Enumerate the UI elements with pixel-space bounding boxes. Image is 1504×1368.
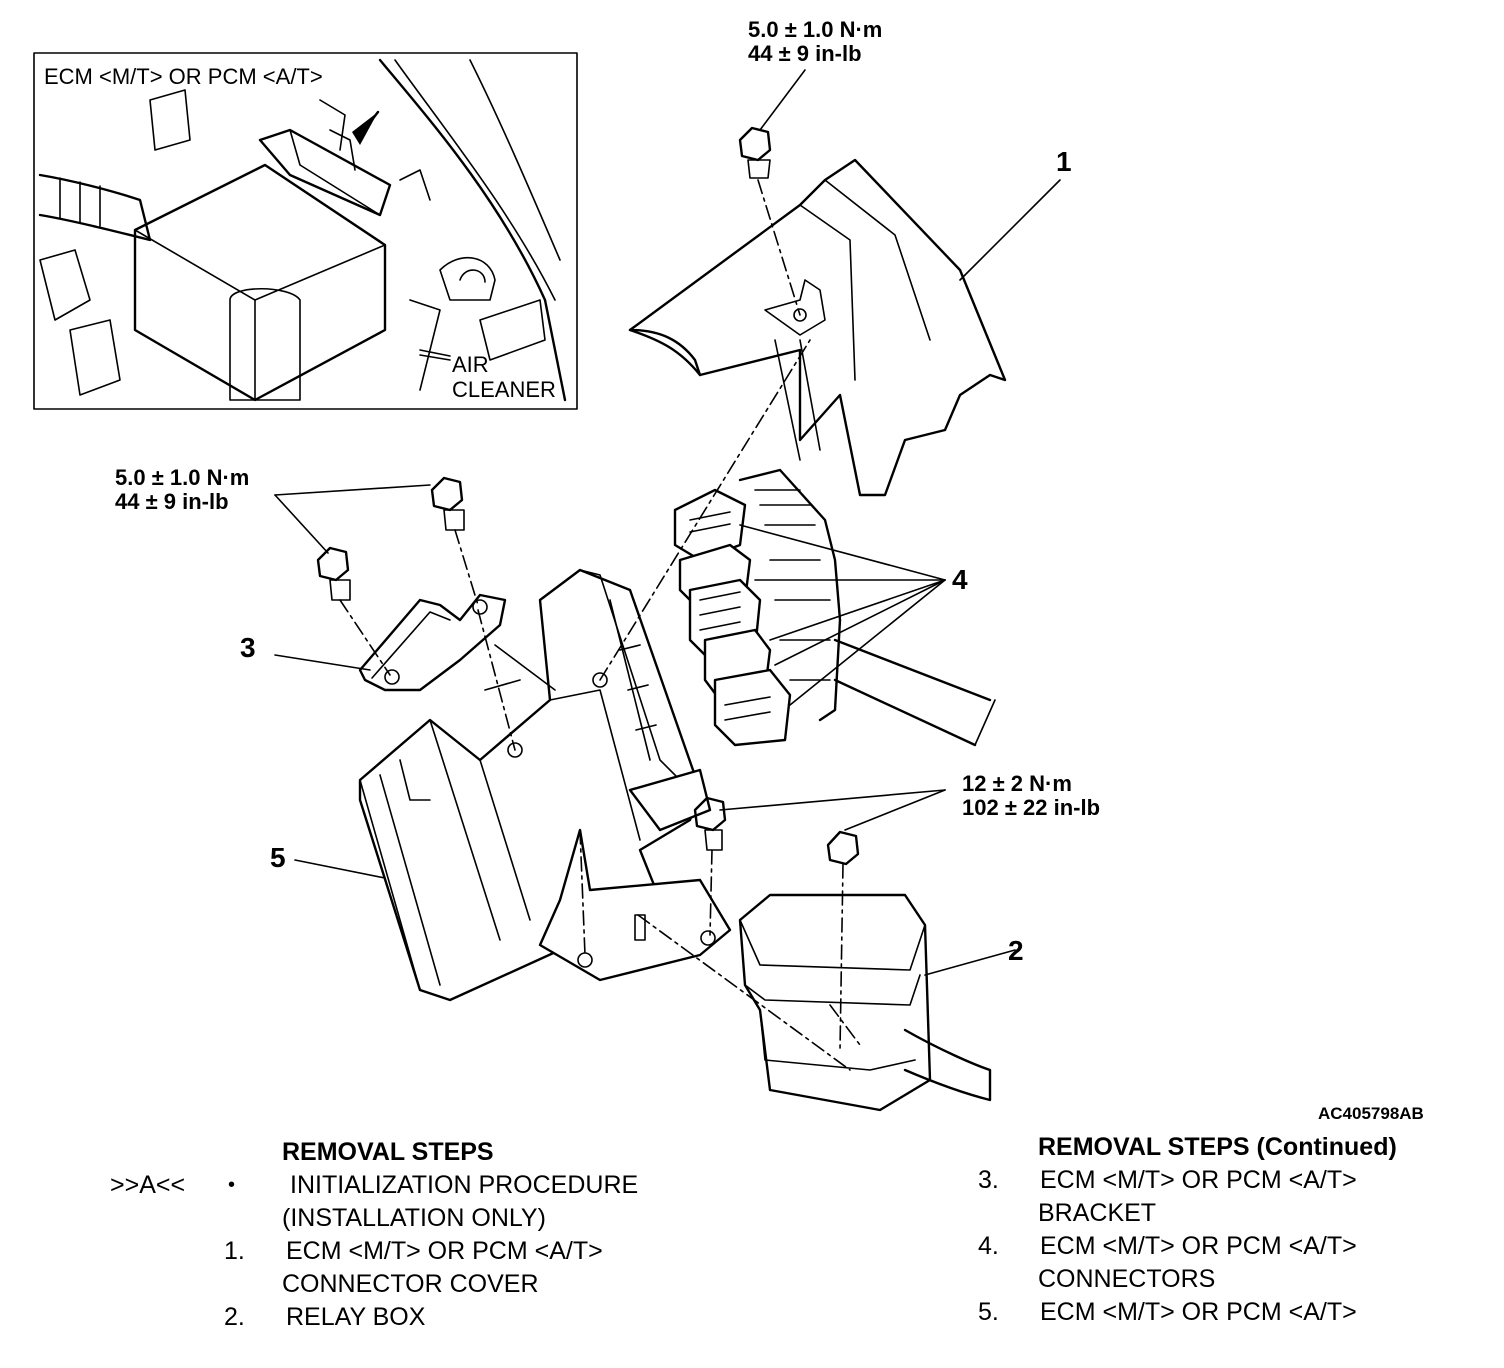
- torque-nm: 5.0 ± 1.0 N·m: [115, 465, 250, 490]
- step-number: 3.: [978, 1166, 999, 1194]
- init-procedure-line-2: (INSTALLATION ONLY): [282, 1204, 546, 1232]
- callout-1: 1: [1056, 146, 1072, 177]
- step-text: ECM <M/T> OR PCM <A/T>: [1040, 1298, 1357, 1326]
- callout-4: 4: [952, 564, 968, 595]
- callout-5: 5: [270, 842, 286, 873]
- torque-label-cover-bolt: 5.0 ± 1.0 N·m 44 ± 9 in-lb: [748, 18, 882, 66]
- connector-cover-part: [628, 158, 1007, 497]
- bracket-bolts: [316, 339, 811, 751]
- step-text: ECM <M/T> OR PCM <A/T>: [1040, 1232, 1357, 1260]
- init-procedure-line-1: INITIALIZATION PROCEDURE: [290, 1171, 639, 1199]
- step-text: CONNECTOR COVER: [282, 1270, 539, 1298]
- leader-lines: [274, 69, 1061, 976]
- step-number: 2.: [224, 1303, 245, 1331]
- removal-steps-continued: REMOVAL STEPS (Continued) 3. ECM <M/T> O…: [976, 1131, 1397, 1329]
- figure-code: AC405798AB: [1318, 1104, 1424, 1123]
- inset-engine-bay-illustration: [33, 52, 578, 410]
- torque-inlb: 44 ± 9 in-lb: [748, 41, 862, 66]
- ecm-bracket-part: [358, 593, 507, 692]
- removal-steps-heading: REMOVAL STEPS: [282, 1138, 494, 1166]
- ecm-unit-part: [358, 568, 732, 1002]
- inset-air-cleaner-line-1: AIR: [452, 352, 489, 377]
- torque-inlb: 102 ± 22 in-lb: [962, 795, 1101, 820]
- relay-box-fasteners: [579, 796, 860, 1071]
- torque-label-bracket-bolts: 5.0 ± 1.0 N·m 44 ± 9 in-lb: [115, 466, 249, 514]
- procedure-marker: >>A<<: [110, 1171, 186, 1199]
- step-text: RELAY BOX: [286, 1303, 426, 1331]
- step-number: 4.: [978, 1232, 999, 1260]
- cover-bolt: [738, 126, 801, 316]
- step-text: CONNECTORS: [1038, 1265, 1216, 1293]
- connectors-part: [673, 468, 996, 747]
- inset-air-cleaner-line-2: CLEANER: [452, 377, 556, 402]
- relay-box-part: [738, 893, 992, 1112]
- step-text: ECM <M/T> OR PCM <A/T>: [1040, 1166, 1357, 1194]
- callout-3: 3: [240, 632, 256, 663]
- torque-nm: 12 ± 2 N·m: [962, 771, 1072, 796]
- torque-nm: 5.0 ± 1.0 N·m: [748, 17, 883, 42]
- callout-2: 2: [1008, 935, 1024, 966]
- bullet-icon: •: [228, 1174, 236, 1196]
- removal-steps-continued-heading: REMOVAL STEPS (Continued): [1038, 1133, 1397, 1161]
- step-number: 1.: [224, 1237, 245, 1265]
- step-text: BRACKET: [1038, 1199, 1157, 1227]
- inset-title: ECM <M/T> OR PCM <A/T>: [44, 64, 323, 89]
- step-text: ECM <M/T> OR PCM <A/T>: [286, 1237, 603, 1265]
- removal-steps: REMOVAL STEPS >>A<< • INITIALIZATION PRO…: [110, 1136, 638, 1334]
- torque-label-relay-box-fasteners: 12 ± 2 N·m 102 ± 22 in-lb: [962, 772, 1100, 820]
- step-number: 5.: [978, 1298, 999, 1326]
- torque-inlb: 44 ± 9 in-lb: [115, 489, 229, 514]
